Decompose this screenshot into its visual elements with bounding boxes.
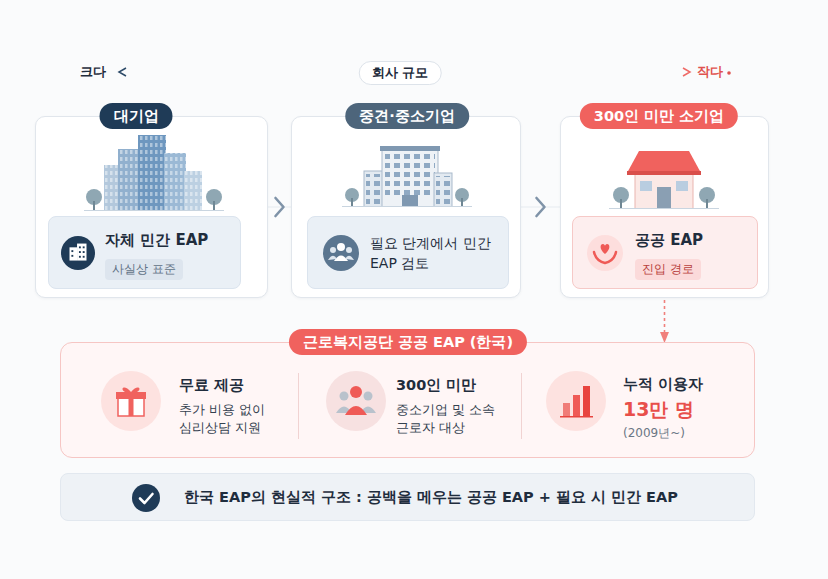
eap-box: 자체 민간 EAP 사실상 표준 xyxy=(48,216,241,289)
feature-item: 300인 미만중소기업 및 소속 근로자 대상 xyxy=(311,361,516,451)
eap-note: 필요 단계에서 민간 EAP 검토 xyxy=(370,233,495,273)
axis-head xyxy=(119,68,126,76)
icon xyxy=(84,135,224,211)
eap-box: 필요 단계에서 민간 EAP 검토 xyxy=(307,216,509,289)
axis-title: 회사 규모 xyxy=(359,61,442,85)
connector xyxy=(268,198,291,216)
icon xyxy=(342,143,472,207)
dashed-arrow xyxy=(664,300,666,342)
tier-heading: 300인 미만 소기업 xyxy=(580,103,738,129)
feature-title: 무료 제공 xyxy=(179,376,244,395)
feature-title: 300인 미만 xyxy=(396,376,476,395)
user-count: 13만 명 xyxy=(623,397,694,423)
panel-heading: 근로복지공단 공공 EAP (한국) xyxy=(289,329,527,355)
column-divider xyxy=(521,373,522,439)
feature-desc: 추가 비용 없이 심리상담 지원 xyxy=(179,401,289,437)
summary-text: 한국 EAP의 현실적 구조 : 공백을 메우는 공공 EAP + 필요 시 민… xyxy=(184,488,678,507)
feature-title: 누적 이용자 xyxy=(623,375,703,394)
icon xyxy=(609,145,719,209)
connector-line xyxy=(268,207,291,208)
feature-desc: 중소기업 및 소속 근로자 대상 xyxy=(396,401,508,437)
status-tag: 사실상 표준 xyxy=(105,259,183,280)
axis-dot xyxy=(727,71,731,75)
eap-box: 공공 EAP 진입 경로 xyxy=(572,216,758,289)
eap-type: 공공 EAP xyxy=(635,231,703,250)
connector xyxy=(521,198,560,216)
feature-item: 누적 이용자 13만 명 (2009년~) xyxy=(536,361,746,451)
eap-type: 자체 민간 EAP xyxy=(105,231,208,250)
chevron-head xyxy=(537,198,545,216)
icon xyxy=(61,236,95,270)
status-tag: 진입 경로 xyxy=(635,259,701,280)
icon xyxy=(323,235,359,271)
connector-line xyxy=(521,207,560,208)
icon xyxy=(132,484,160,512)
company-card: 300인 미만 소기업공공 EAP진입 경로 xyxy=(560,116,769,298)
axis-end: 작다 xyxy=(697,63,723,81)
since-note: (2009년~) xyxy=(623,425,685,442)
icon xyxy=(101,371,161,431)
connector xyxy=(664,300,665,342)
tier-heading: 대기업 xyxy=(100,103,173,129)
public-eap-panel: 근로복지공단 공공 EAP (한국)무료 제공추가 비용 없이 심리상담 지원3… xyxy=(60,342,755,458)
axis-end: 크다 xyxy=(80,63,106,81)
icon xyxy=(546,371,606,431)
column-divider xyxy=(298,373,299,439)
company-card: 대기업자체 민간 EAP사실상 표준 xyxy=(35,116,268,298)
chevron-head xyxy=(276,198,284,216)
company-card: 중견·중소기업필요 단계에서 민간 EAP 검토 xyxy=(291,116,521,298)
summary-bar: 한국 EAP의 현실적 구조 : 공백을 메우는 공공 EAP + 필요 시 민… xyxy=(60,473,755,521)
icon xyxy=(587,235,623,271)
feature-item: 무료 제공추가 비용 없이 심리상담 지원 xyxy=(91,361,297,451)
axis-head xyxy=(683,68,690,76)
icon xyxy=(326,371,386,431)
tier-heading: 중견·중소기업 xyxy=(345,103,469,129)
